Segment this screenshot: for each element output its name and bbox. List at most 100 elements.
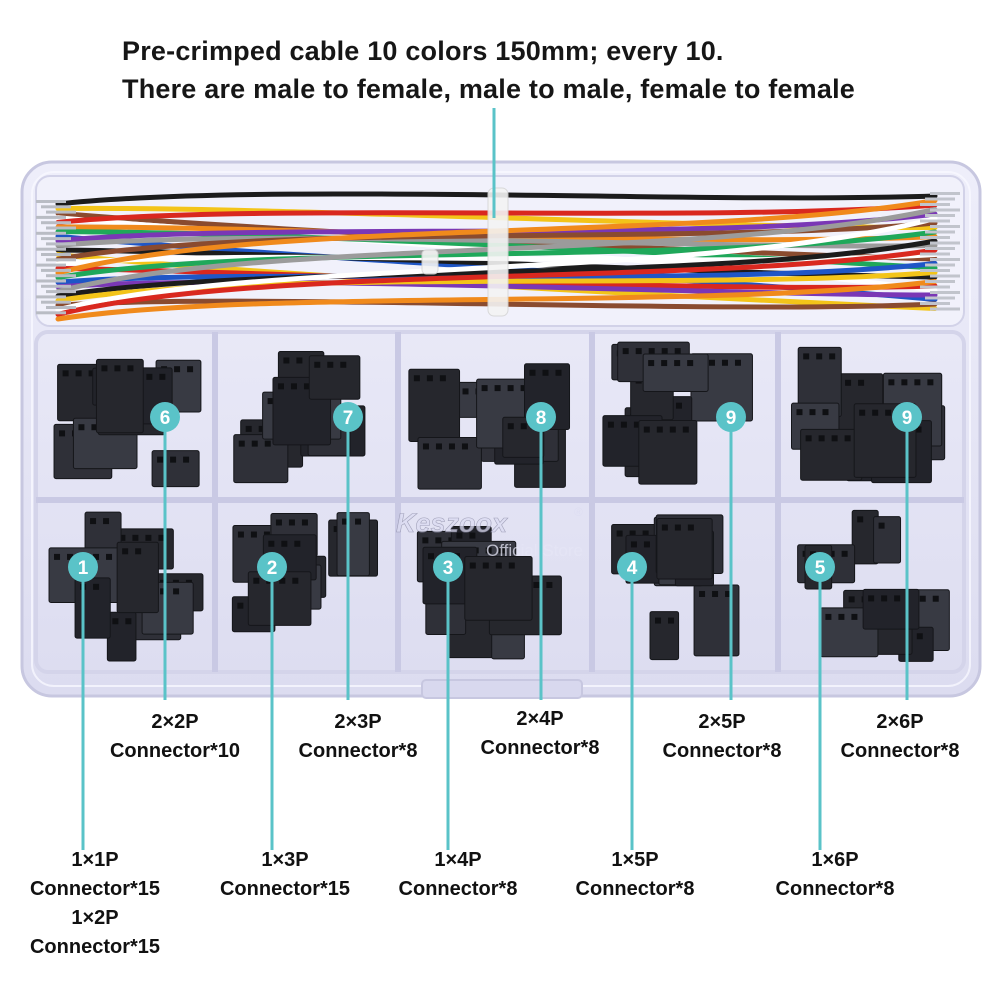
connector-quantity: Connector*8 [398,878,518,900]
badge-number: 5 [815,558,826,579]
connector-hole [253,577,260,584]
wire-pin [925,247,955,250]
connector-hole [888,379,895,386]
connector-hole [546,581,553,588]
compartment-badge: 9 [892,402,922,432]
connector-quantity: Connector*8 [480,737,600,759]
connector-hole [237,531,244,538]
wire-pin [46,226,76,230]
connector-hole [708,359,715,366]
connector-hole [687,524,694,531]
connector-hole [448,443,455,450]
connector-hole [428,553,435,560]
connector-hole [675,402,682,409]
wire-pin [46,290,76,294]
connector-quantity: Connector*10 [109,740,241,762]
badge-circle [617,552,647,582]
wire-pin [920,285,950,289]
connector-housing [862,588,920,630]
connector-hole [844,435,851,442]
connector-hole [656,426,663,433]
connector-hole [682,426,689,433]
badge-number: 8 [536,408,547,429]
badge-number: 9 [902,408,913,429]
wire-pin [920,302,950,305]
connector-hole [174,366,181,373]
wire-pin [920,236,950,239]
connector-type: 2×3P [334,711,382,733]
wire-pin [925,230,955,234]
wire-pin [925,296,955,300]
connector-hole [355,518,362,525]
connector-hole [482,562,489,569]
wire-pin [41,205,71,209]
wire-pin [36,295,66,299]
connector-hole [342,518,349,525]
connector-hole [648,360,655,367]
jumper-wire [55,298,938,310]
connector-hole [507,385,514,392]
wire-pin [920,219,950,223]
connector-housing [336,512,370,577]
connector-hole [251,440,258,447]
connector-hole [520,385,527,392]
badge-number: 4 [627,558,638,579]
wire-pin [920,252,950,256]
wire-pin [930,192,960,195]
connector-hole [885,409,892,416]
connector-hole [145,534,152,541]
jumper-wire [55,207,938,294]
connector-hole [878,522,885,529]
connector-hole [237,602,244,609]
connector-hole [858,379,865,386]
connector-type: 2×2P [151,711,199,733]
connector-hole [841,550,848,557]
wire-pin [41,268,71,272]
jumper-wire [55,252,938,267]
headline-line-2: There are male to female, male to male, … [122,74,856,104]
wire-pin [36,215,66,219]
wire-pin [930,241,960,245]
connector-hole [831,435,838,442]
connector-hole [292,577,299,584]
connector-hole [422,537,429,544]
jumper-wire-bundle [36,191,960,322]
wire-pin [925,263,955,267]
wire-pin [930,258,960,261]
connector-hole [296,357,303,364]
connector-quantity: Connector*8 [840,740,960,762]
connector-housing [233,434,289,484]
connector-hole [469,562,476,569]
connector-housing [656,518,713,580]
connector-hole [809,409,816,416]
connector-hole [173,588,180,595]
wire-pin [46,274,76,278]
connector-hole [122,548,129,555]
badge-circle [526,402,556,432]
connector-hole [132,534,139,541]
connector-hole [661,348,668,355]
connector-hole [75,370,82,377]
connector-hole [669,426,676,433]
connector-hole [290,383,297,390]
wire-pin [36,311,66,315]
connector-housing [151,450,200,488]
connector-hole [413,375,420,382]
compartment-badge: 3 [433,552,463,582]
connector-hole [158,534,165,541]
connector-hole [93,583,100,590]
connector-hole [822,409,829,416]
badge-circle [892,402,922,432]
badge-circle [257,552,287,582]
connector-hole [462,388,469,395]
connector-hole [59,430,66,437]
connector-piles [48,341,950,662]
connector-hole [159,373,166,380]
connector-hole [275,519,282,526]
connector-quantity: Connector*15 [219,878,351,900]
wire-pin [920,203,950,206]
